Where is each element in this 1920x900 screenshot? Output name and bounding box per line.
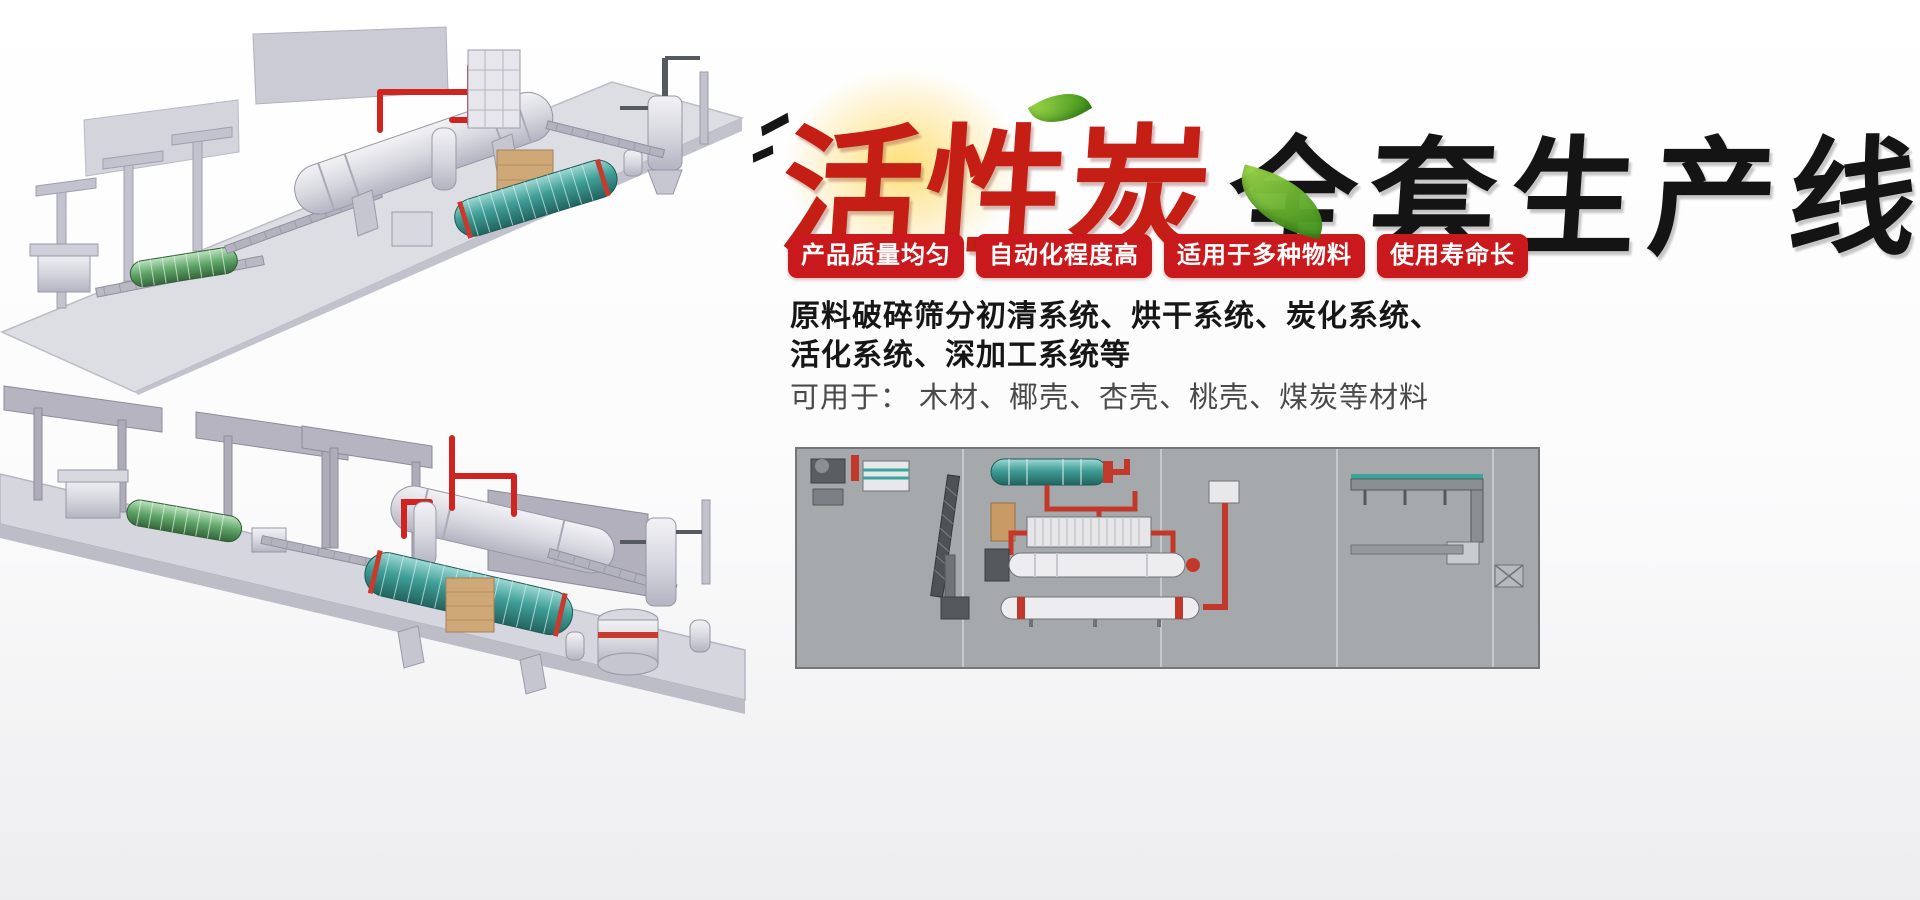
brick-wall [445, 577, 495, 633]
production-line-plan-view [795, 447, 1540, 669]
activation-drum [454, 158, 618, 239]
usage-line: 可用于： 木材、椰壳、杏壳、桃壳、煤炭等材料 [790, 382, 1430, 414]
badge-automation: 自动化程度高 [976, 234, 1152, 278]
wall-panels [3, 385, 433, 565]
badge-lifespan: 使用寿命长 [1377, 234, 1528, 278]
badge-materials: 适用于多种物料 [1164, 234, 1365, 278]
production-line-3d-render-top [0, 26, 745, 395]
furnace-tower [620, 56, 709, 195]
description-line-1: 原料破碎筛分初清系统、烘干系统、炭化系统、 [790, 300, 1441, 333]
badge-quality: 产品质量均匀 [788, 234, 964, 278]
badge-list: 产品质量均匀 自动化程度高 适用于多种物料 使用寿命长 [788, 234, 1528, 278]
production-line-3d-render-bottom [0, 385, 746, 714]
screening-drum [126, 499, 243, 543]
description-line-2: 活化系统、深加工系统等 [790, 339, 1131, 372]
furnace-group [565, 499, 711, 676]
description: 原料破碎筛分初清系统、烘干系统、炭化系统、 活化系统、深加工系统等 [790, 297, 1441, 375]
red-piping [401, 435, 517, 539]
screening-drum [129, 247, 238, 288]
